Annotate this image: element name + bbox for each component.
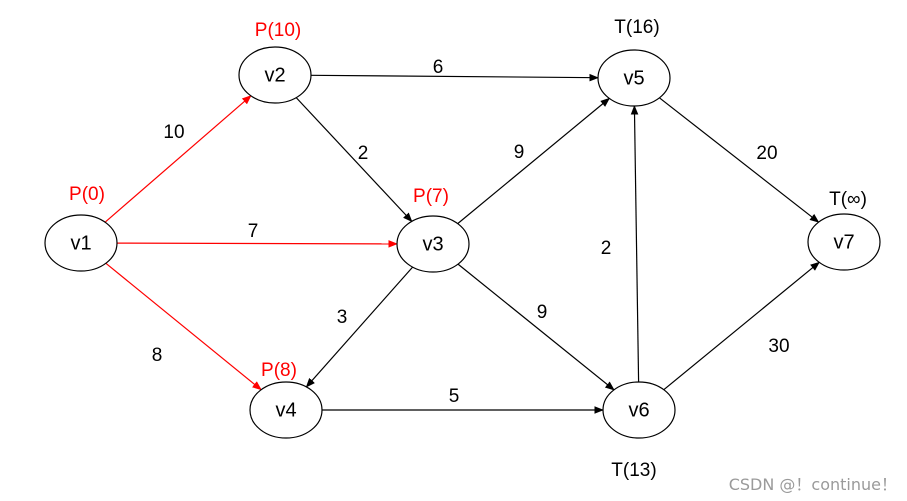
edge-weight-v4-v6: 5 (449, 386, 460, 407)
node-circle-v4 (249, 381, 323, 439)
node-tag-v5: T(16) (614, 17, 659, 38)
edge-v3-v6 (457, 263, 615, 391)
edge-weight-v1-v4: 8 (152, 345, 163, 366)
node-tag-v2: P(10) (255, 20, 301, 41)
node-label-v2: v2 (264, 64, 285, 86)
edge-v3-v4 (305, 266, 414, 388)
edge-weight-v3-v4: 3 (337, 307, 348, 328)
edge-weight-v6-v5: 2 (601, 238, 612, 259)
edge-weight-v1-v3: 7 (248, 221, 259, 242)
edge-v2-v5 (310, 73, 599, 82)
edge-v5-v7 (659, 97, 820, 223)
edge-weight-v5-v7: 20 (756, 143, 777, 164)
edge-v6-v5 (630, 105, 640, 383)
node-tag-v4: P(8) (261, 360, 297, 381)
edge-weight-v2-v5: 6 (433, 57, 444, 78)
node-label-v4: v4 (275, 399, 296, 421)
node-tag-v3: P(7) (413, 186, 449, 207)
node-label-v6: v6 (628, 399, 649, 421)
node-tag-v1: P(0) (69, 184, 105, 205)
node-label-v5: v5 (623, 67, 644, 89)
node-v4: v4 P(8) (249, 360, 323, 439)
edge-weight-v3-v6: 9 (537, 302, 548, 323)
node-v6: v6T(13) (602, 381, 676, 481)
node-tag-v7: T(∞) (829, 189, 867, 210)
node-circle-v2 (238, 46, 312, 104)
node-circle-v1 (44, 214, 118, 272)
edge-v1-v4 (105, 262, 262, 391)
watermark-text: CSDN @！continue！ (728, 475, 897, 494)
node-circle-v3 (396, 215, 470, 273)
edge-v1-v2 (104, 95, 252, 223)
node-circle-v5 (597, 49, 671, 107)
node-tag-v6: T(13) (611, 460, 656, 481)
edge-weight-v1-v2: 10 (163, 122, 184, 143)
edge-v1-v3 (116, 240, 398, 248)
node-v3: v3 P(7) (396, 186, 470, 273)
node-v5: v5 T(16) (597, 17, 671, 107)
node-v2: v2 P(10) (238, 20, 312, 104)
node-circle-v6 (602, 381, 676, 439)
edge-v2-v3 (295, 97, 413, 223)
edge-weight-v2-v3: 2 (358, 143, 369, 164)
edge-weight-v6-v7: 30 (768, 336, 789, 357)
edges-layer: 10 7 8 6 2 9 3 9 5 2 20 30 (104, 57, 820, 414)
node-circle-v7 (807, 213, 881, 271)
node-v1: v1 P(0) (44, 184, 118, 272)
edge-v3-v5 (457, 97, 611, 225)
node-label-v1: v1 (70, 232, 91, 254)
edge-weight-v3-v5: 9 (514, 142, 525, 163)
edge-v6-v7 (663, 261, 820, 391)
node-v7: v7 T(∞) (807, 189, 881, 271)
nodes-layer: v1P(0)v2P(10)v3P(7)v4P(8)v5T(16)v6T(13)v… (44, 17, 881, 481)
node-label-v3: v3 (422, 233, 443, 255)
node-label-v7: v7 (833, 231, 854, 253)
